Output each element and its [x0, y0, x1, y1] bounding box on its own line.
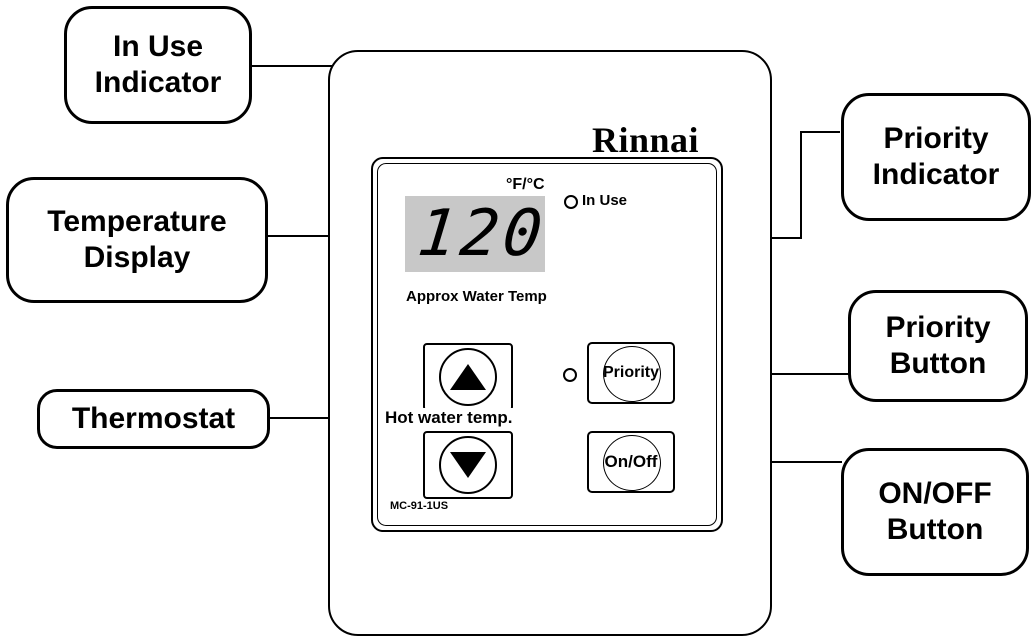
temperature-display-callout: Temperature Display [6, 177, 268, 303]
callout-line: Thermostat [71, 402, 236, 435]
temperature-down-button[interactable] [423, 431, 513, 499]
brand-logo: Rinnai [592, 120, 700, 160]
on-off-button-callout: ON/OFF Button [841, 448, 1029, 576]
callout-line: Indicator [872, 158, 1000, 191]
callout-line: ON/OFF [878, 477, 992, 510]
temperature-unit-label: °F/°C [506, 176, 545, 193]
controller-faceplate [328, 50, 772, 636]
temperature-readout: 120 [414, 197, 550, 271]
control-panel-outer-border [371, 157, 723, 532]
priority-button-label: Priority [602, 364, 659, 381]
in-use-label: In Use [582, 192, 628, 209]
callout-line: Button [886, 513, 984, 546]
up-button-ring [439, 348, 497, 406]
approx-water-temp-label: Approx Water Temp [406, 288, 547, 305]
hot-water-temp-label: Hot water temp. [384, 408, 514, 428]
in-use-indicator-led [564, 195, 578, 209]
down-arrow-icon [450, 452, 486, 478]
priority-indicator-led [563, 368, 577, 382]
model-number: MC-91-1US [390, 500, 449, 512]
in-use-indicator-callout: In Use Indicator [64, 6, 252, 124]
callout-line: Priority [885, 311, 991, 344]
up-arrow-icon [450, 364, 486, 390]
priority-button-ring [603, 346, 661, 402]
callout-line: Priority [883, 122, 989, 155]
callout-line: Temperature [47, 205, 227, 238]
on-off-button[interactable]: On/Off [587, 431, 675, 493]
down-button-ring [439, 436, 497, 494]
temperature-lcd-display [405, 196, 545, 272]
on-off-button-label: On/Off [604, 452, 658, 471]
callout-line: Display [83, 241, 191, 274]
priority-button-callout: Priority Button [848, 290, 1028, 402]
callout-line: Indicator [94, 66, 222, 99]
hot-water-temp-text: Hot water temp. [384, 408, 514, 427]
temperature-up-button[interactable] [423, 343, 513, 411]
priority-button[interactable]: Priority [587, 342, 675, 404]
priority-indicator-callout: Priority Indicator [841, 93, 1031, 221]
callout-line: Button [889, 347, 987, 380]
callout-line: In Use [112, 30, 204, 63]
on-off-button-ring [603, 435, 661, 491]
thermostat-callout: Thermostat [37, 389, 270, 449]
control-panel [377, 163, 717, 526]
